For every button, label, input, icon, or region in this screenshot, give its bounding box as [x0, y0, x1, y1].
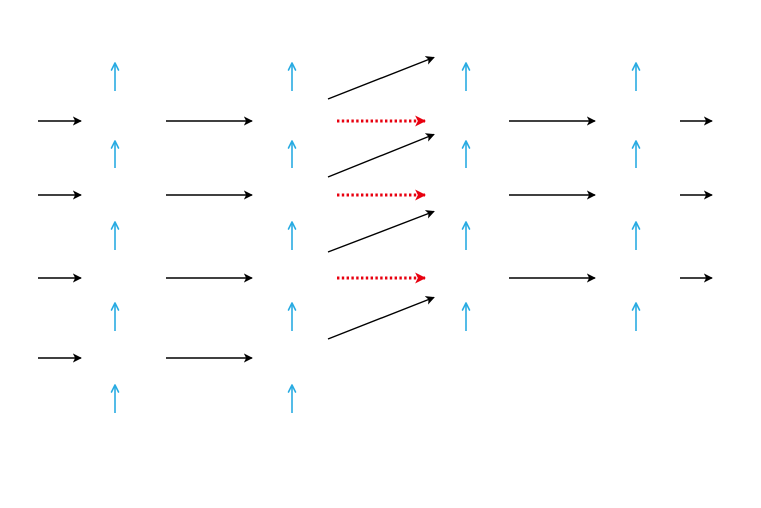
up-arrow-icon [287, 140, 297, 168]
up-arrow-icon [110, 62, 120, 91]
up-arrow-head [287, 221, 297, 230]
diagonal-arrow-icon [327, 296, 435, 340]
up-arrow-head [631, 140, 641, 149]
up-arrow-icon [287, 62, 297, 91]
up-arrow-head [631, 62, 641, 71]
up-arrow-icon [110, 384, 120, 413]
up-arrow-icon [631, 140, 641, 168]
diagonal-arrow-icon [327, 56, 435, 100]
up-arrow-icon [110, 221, 120, 250]
up-arrow-head [461, 302, 471, 311]
up-arrow-icon [461, 62, 471, 91]
up-arrow-icon [110, 140, 120, 168]
up-arrow-head [461, 62, 471, 71]
up-arrow-icon [287, 302, 297, 331]
up-arrow-icon [461, 302, 471, 331]
up-arrow-icon [110, 302, 120, 331]
up-arrow-icon [287, 221, 297, 250]
up-arrow-head [631, 302, 641, 311]
up-arrow-head [461, 221, 471, 230]
up-arrow-head [461, 140, 471, 149]
up-arrow-head [287, 302, 297, 311]
up-arrow-head [287, 140, 297, 149]
diagonal-arrows [327, 56, 435, 340]
dotted-arrows [337, 115, 427, 284]
up-arrow-icon [631, 302, 641, 331]
up-arrow-head [287, 62, 297, 71]
up-arrow-icon [461, 140, 471, 168]
up-arrow-icon [631, 62, 641, 91]
diagonal-arrow-icon [327, 210, 435, 253]
up-arrow-head [631, 221, 641, 230]
up-arrow-head [110, 140, 120, 149]
up-arrow-head [287, 384, 297, 393]
flow-arrows [38, 116, 713, 363]
up-arrow-head [110, 302, 120, 311]
up-arrow-icon [461, 221, 471, 250]
up-arrow-head [110, 221, 120, 230]
up-arrow-head [110, 384, 120, 393]
diagonal-arrow-icon [327, 133, 435, 178]
up-arrow-icon [631, 221, 641, 250]
vertical-arrows [110, 62, 641, 413]
up-arrow-head [110, 62, 120, 71]
up-arrow-icon [287, 384, 297, 413]
